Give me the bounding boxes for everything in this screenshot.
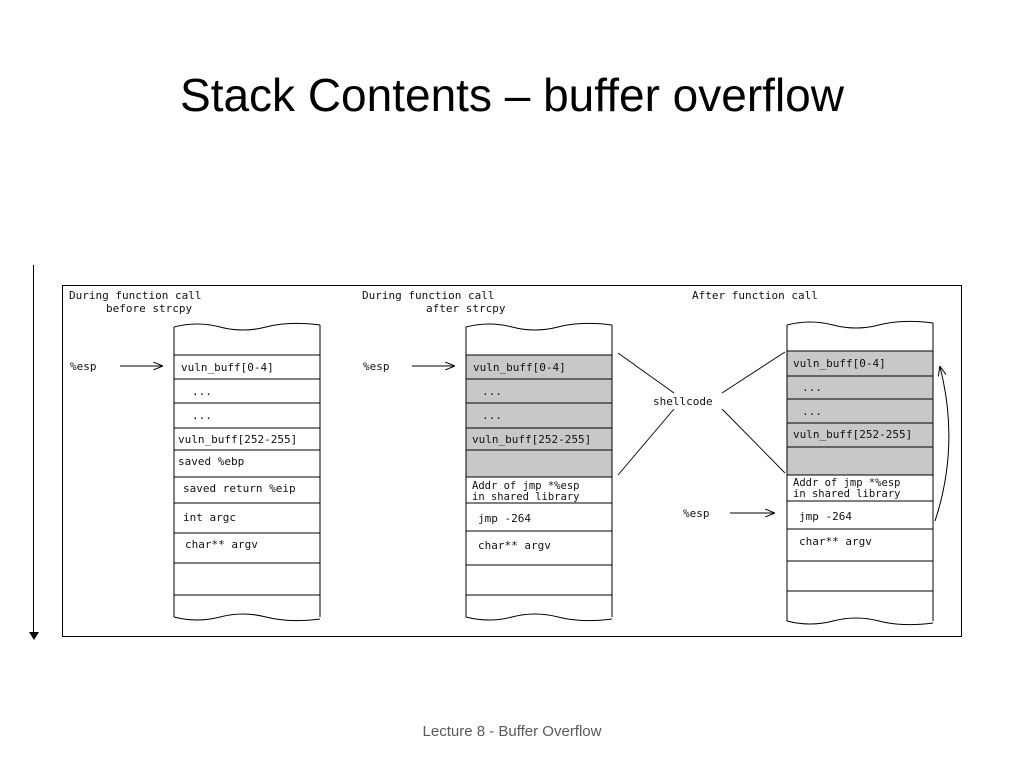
- shellcode-connector: shellcode: [617, 351, 786, 476]
- slide-title: Stack Contents – buffer overflow: [180, 69, 844, 121]
- col3-cell-3: vuln_buff[252-255]: [793, 428, 912, 441]
- col1-cell-7: char** argv: [185, 538, 258, 551]
- col2-cell-8: char** argv: [478, 539, 551, 552]
- stack-column-after-strcpy: During function call after strcpy vuln_b…: [362, 289, 613, 622]
- col3-shaded-buffer: [787, 351, 933, 475]
- col1-cell-5: saved return %eip: [183, 482, 296, 495]
- col2-cell-2: ...: [482, 409, 502, 422]
- slide-footer: Lecture 8 - Buffer Overflow: [422, 723, 602, 740]
- col1-cell-2: ...: [192, 409, 212, 422]
- stack-diagram: During function call before strcpy vuln_…: [62, 285, 962, 637]
- stack-column-before-strcpy: During function call before strcpy vuln_…: [69, 289, 321, 622]
- col2-cell-3: vuln_buff[252-255]: [472, 433, 591, 446]
- stack-growth-axis: [33, 265, 34, 633]
- col2-esp-label: %esp: [363, 360, 390, 373]
- col2-heading-line2: after strcpy: [426, 302, 506, 315]
- col1-cell-3: vuln_buff[252-255]: [178, 433, 297, 446]
- col1-esp-label: %esp: [70, 360, 97, 373]
- stack-growth-arrowhead: [29, 632, 39, 640]
- col1-cell-1: ...: [192, 385, 212, 398]
- col1-bottom-edge: [173, 613, 321, 622]
- stack-column-after-call: After function call vuln_buff[0-4] ... .…: [683, 289, 950, 626]
- col3-heading: After function call: [692, 289, 818, 302]
- col2-cell-0: vuln_buff[0-4]: [473, 361, 566, 374]
- col1-cell-0: vuln_buff[0-4]: [181, 361, 274, 374]
- col3-cell-5: Addr of jmp *%esp: [793, 477, 900, 489]
- col1-heading-line2: before strcpy: [106, 302, 192, 315]
- col2-shaded-buffer: [466, 355, 612, 477]
- col3-cell-7: jmp -264: [799, 510, 852, 523]
- col2-heading-line1: During function call: [362, 289, 494, 302]
- col3-esp-label: %esp: [683, 507, 710, 520]
- col3-cell-6: in shared library: [793, 488, 900, 500]
- col2-cell-1: ...: [482, 385, 502, 398]
- col1-top-edge: [173, 322, 321, 331]
- col2-cell-7: jmp -264: [478, 512, 531, 525]
- col2-cell-5: Addr of jmp *%esp: [472, 480, 579, 492]
- col1-heading-line1: During function call: [69, 289, 201, 302]
- col2-cell-6: in shared library: [472, 491, 579, 503]
- col1-cell-4: saved %ebp: [178, 455, 244, 468]
- col3-cell-2: ...: [802, 405, 822, 418]
- shellcode-label: shellcode: [653, 395, 713, 408]
- col1-cell-6: int argc: [183, 511, 236, 524]
- col3-cell-0: vuln_buff[0-4]: [793, 357, 886, 370]
- col3-jump-back-arrow: [934, 367, 950, 522]
- col3-cell-1: ...: [802, 381, 822, 394]
- col3-cell-8: char** argv: [799, 535, 872, 548]
